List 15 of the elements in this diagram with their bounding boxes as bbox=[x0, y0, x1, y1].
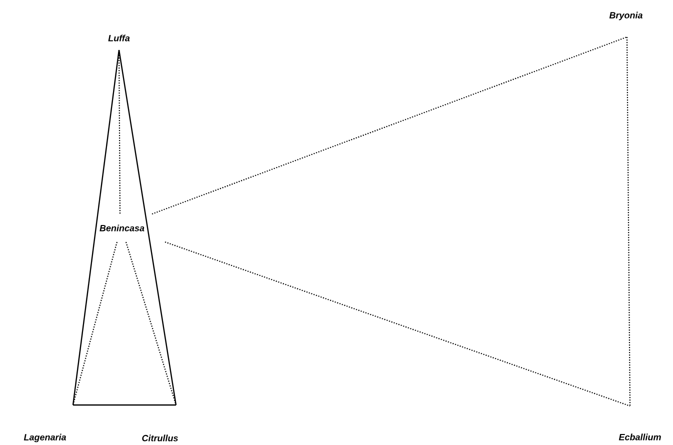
connecting-line bbox=[164, 241, 630, 406]
taxon-label: Benincasa bbox=[98, 224, 146, 232]
taxon-label: Luffa bbox=[108, 34, 130, 42]
connecting-line bbox=[73, 404, 176, 406]
taxon-label: Lagenaria bbox=[24, 434, 66, 442]
taxon-label: Bryonia bbox=[609, 12, 642, 20]
connecting-line bbox=[72, 50, 120, 406]
taxon-label: Ecballium bbox=[618, 434, 661, 440]
connecting-line bbox=[118, 50, 177, 406]
connecting-line bbox=[626, 37, 631, 406]
connecting-line bbox=[72, 242, 118, 406]
connecting-line bbox=[152, 36, 628, 215]
connecting-line bbox=[118, 50, 121, 215]
taxon-label: Citrullus bbox=[142, 434, 178, 442]
connecting-line bbox=[125, 242, 177, 406]
